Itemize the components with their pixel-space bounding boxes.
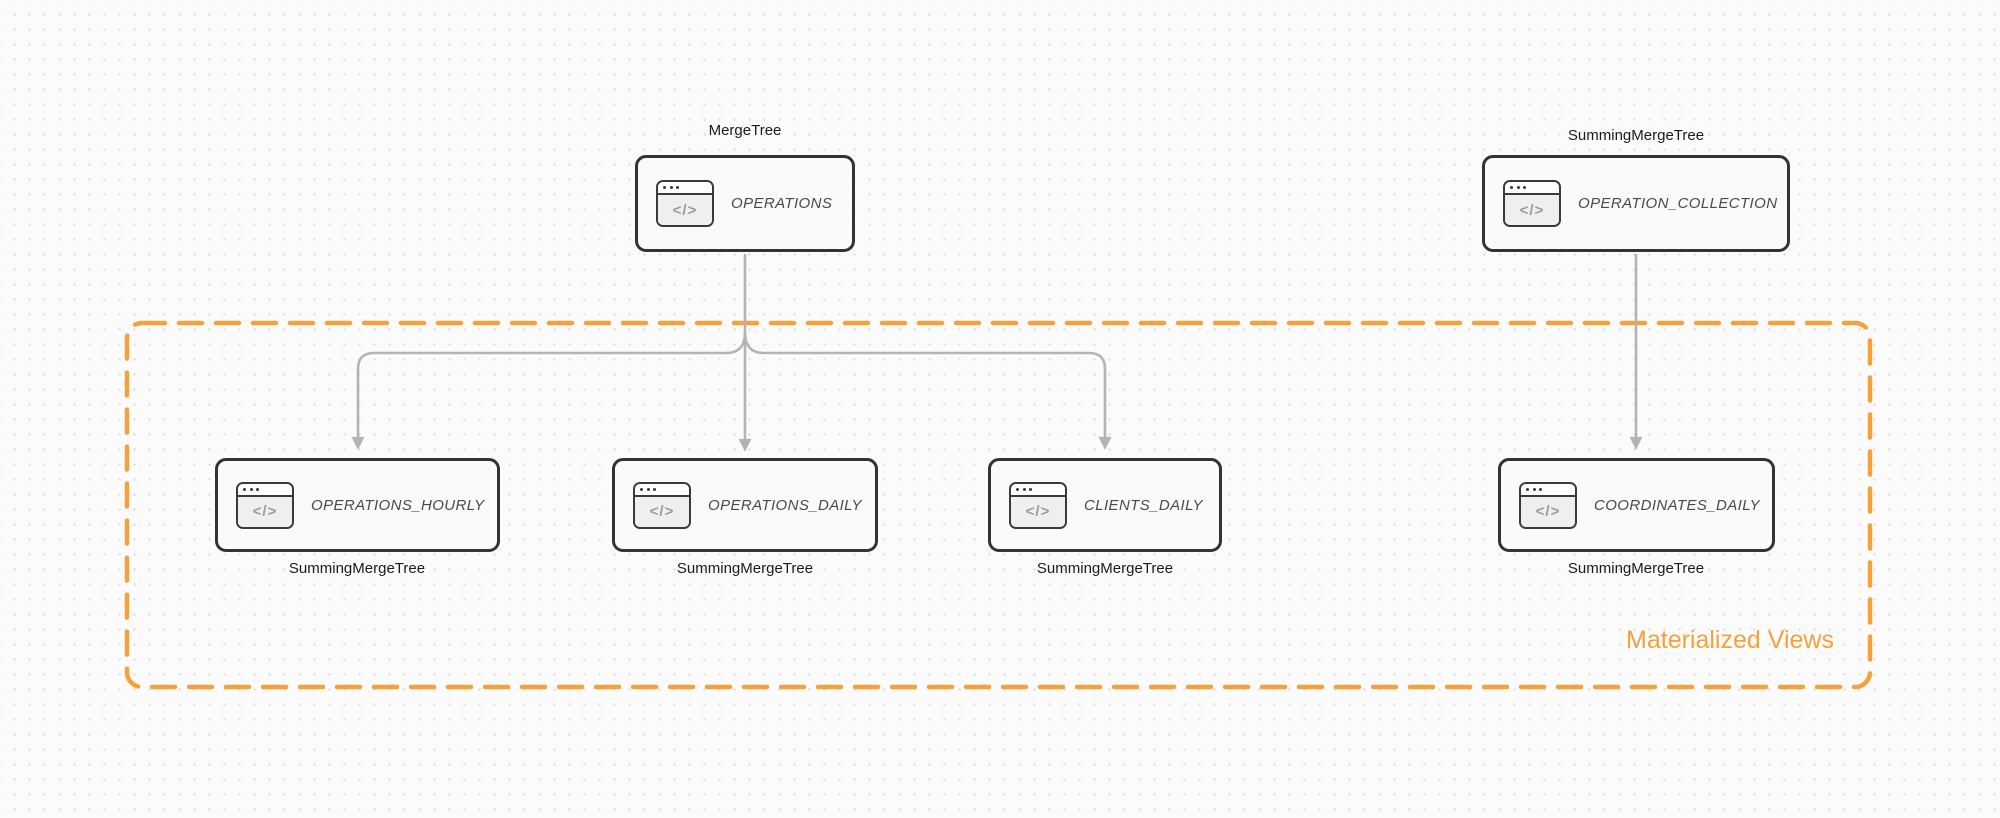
- engine-label-clients-daily: SummingMergeTree: [1036, 560, 1174, 577]
- node-title: OPERATIONS_DAILY: [708, 496, 862, 514]
- code-window-icon: </>: [236, 481, 294, 529]
- node-title: OPERATIONS: [731, 195, 833, 212]
- materialized-views-group-label: Materialized Views: [1626, 626, 1834, 654]
- code-window-icon: </>: [656, 180, 714, 227]
- engine-label-operations: MergeTree: [708, 122, 782, 139]
- node-title: COORDINATES_DAILY: [1594, 496, 1761, 514]
- edge-operations-to-clients-daily: [743, 331, 1112, 450]
- node-operations-daily[interactable]: </> OPERATIONS_DAILY: [612, 458, 878, 552]
- node-operations[interactable]: </> OPERATIONS: [635, 155, 855, 252]
- node-title: CLIENTS_DAILY: [1084, 496, 1203, 514]
- engine-label-operation-collection: SummingMergeTree: [1567, 127, 1705, 144]
- node-operation-collection[interactable]: </> OPERATION_COLLECTION: [1482, 155, 1790, 252]
- node-title: OPERATIONS_HOURLY: [311, 496, 485, 514]
- code-window-icon: </>: [1503, 180, 1561, 227]
- node-operations-hourly[interactable]: </> OPERATIONS_HOURLY: [215, 458, 500, 552]
- code-window-icon: </>: [1009, 481, 1067, 529]
- code-window-icon: </>: [1519, 481, 1577, 529]
- node-title: OPERATION_COLLECTION: [1578, 195, 1778, 212]
- node-clients-daily[interactable]: </> CLIENTS_DAILY: [988, 458, 1222, 552]
- node-coordinates-daily[interactable]: </> COORDINATES_DAILY: [1498, 458, 1775, 552]
- code-window-icon: </>: [633, 481, 691, 529]
- edge-operations-to-operations-hourly: [351, 331, 747, 450]
- engine-label-operations-daily: SummingMergeTree: [676, 560, 814, 577]
- engine-label-coordinates-daily: SummingMergeTree: [1567, 560, 1705, 577]
- engine-label-operations-hourly: SummingMergeTree: [288, 560, 426, 577]
